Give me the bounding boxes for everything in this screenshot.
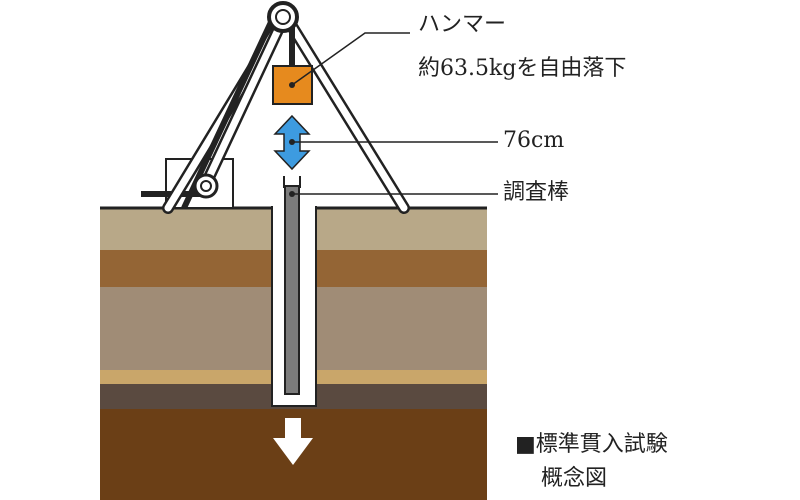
winch-pulley-inner bbox=[200, 180, 212, 192]
caption-subtitle: 概念図 bbox=[541, 466, 608, 491]
top-pulley-inner bbox=[275, 9, 291, 25]
caption-title: ■標準貫入試験 bbox=[515, 432, 668, 457]
rod-label: 調査棒 bbox=[503, 180, 570, 205]
down-arrow-icon bbox=[273, 418, 313, 465]
hammer-description: 約63.5kgを自由落下 bbox=[418, 56, 627, 81]
tripod-leg-right-inner bbox=[281, 11, 408, 212]
tripod-leg-mid-inner bbox=[201, 11, 289, 190]
drop-height-label: 76cm bbox=[503, 128, 565, 153]
hammer-callout-line bbox=[291, 32, 410, 86]
sampling-rod bbox=[284, 185, 300, 395]
hammer-label: ハンマー bbox=[418, 12, 507, 37]
